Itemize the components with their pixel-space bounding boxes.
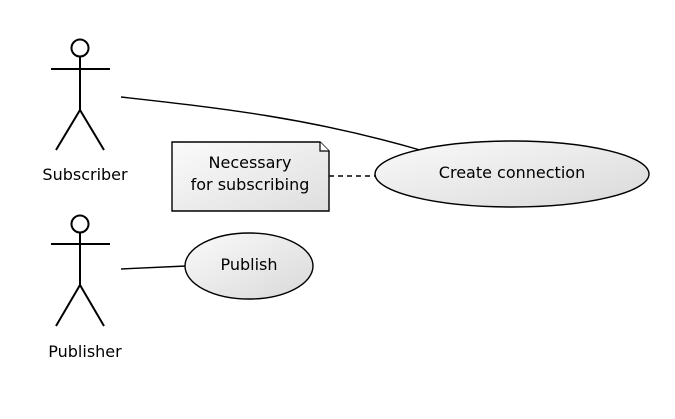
use-case-create-connection: Create connection	[374, 140, 650, 208]
use-case-ellipse	[374, 140, 650, 208]
note-folded-corner	[319, 142, 329, 152]
use-case-ellipse	[184, 232, 314, 300]
actor-label-subscriber: Subscriber	[42, 165, 128, 184]
note-body	[171, 141, 330, 212]
note-text-line1: Necessary	[209, 153, 292, 172]
association-publisher-publish	[120, 265, 187, 270]
note-text-line2: for subscribing	[191, 175, 310, 194]
actor-label-publisher: Publisher	[48, 342, 122, 361]
use-case-label-publish: Publish	[220, 255, 277, 274]
note: Necessary for subscribing	[171, 141, 330, 212]
use-case-publish: Publish	[184, 232, 314, 300]
actor-publisher: Publisher	[48, 214, 122, 361]
association-subscriber-create-connection	[120, 96, 421, 151]
stick-figure-icon	[51, 214, 110, 327]
actor-subscriber: Subscriber	[42, 38, 128, 184]
stick-figure-icon	[51, 38, 110, 151]
use-case-label-create-connection: Create connection	[439, 163, 585, 182]
